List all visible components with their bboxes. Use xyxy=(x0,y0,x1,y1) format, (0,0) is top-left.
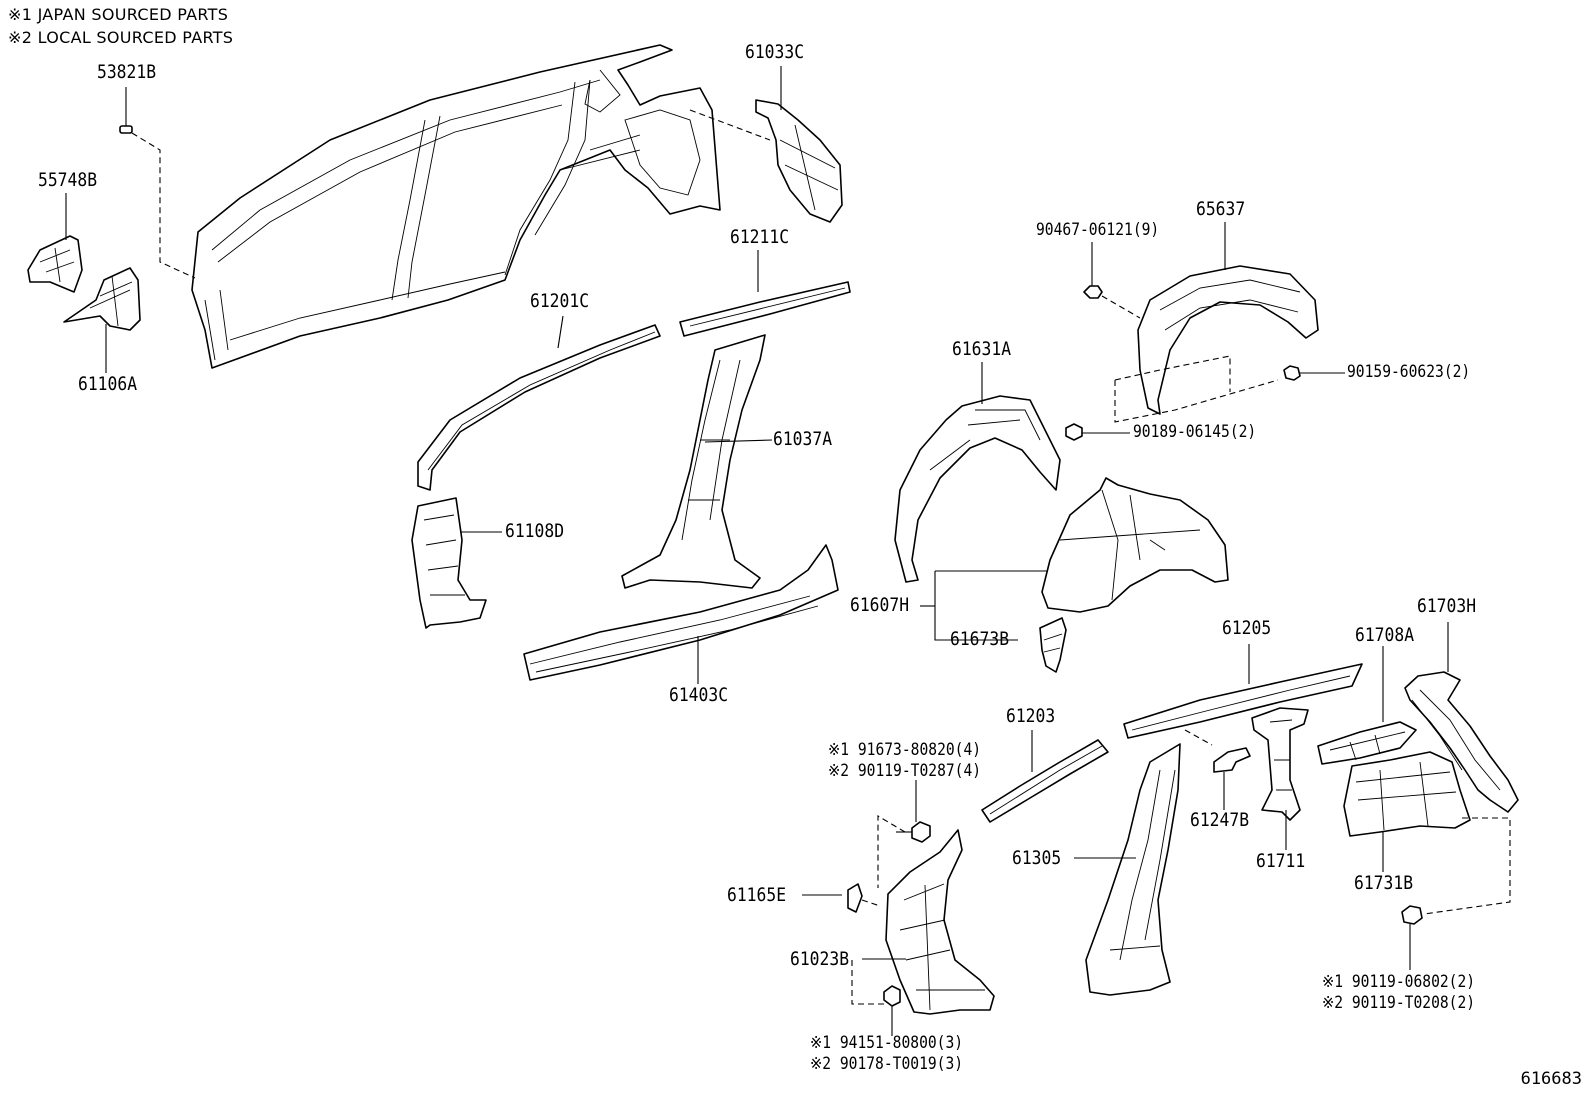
panel-61607H xyxy=(920,477,1229,641)
bolt-90189 xyxy=(1065,423,1130,441)
rocker-61403C xyxy=(523,544,839,684)
label-90159-60623: 90159-60623(2) xyxy=(1347,362,1471,382)
panel-61631A xyxy=(894,362,1061,583)
label-61165E: 61165E xyxy=(727,884,787,906)
pillar-61023B xyxy=(851,829,995,1015)
bolt-91673 xyxy=(877,780,931,888)
label-61731B: 61731B xyxy=(1354,872,1414,894)
label-61711: 61711 xyxy=(1256,850,1306,872)
clip-61165E xyxy=(802,883,881,913)
label-61033C: 61033C xyxy=(745,41,805,63)
label-61037A: 61037A xyxy=(773,428,833,450)
bracket-61247B xyxy=(1213,747,1251,810)
pillar-61305 xyxy=(1074,743,1181,996)
pillar-61711 xyxy=(1251,707,1309,850)
panel-61033C xyxy=(689,66,843,223)
label-61631A: 61631A xyxy=(952,338,1012,360)
body-side-outer-panel xyxy=(191,44,721,369)
label-61106A: 61106A xyxy=(78,373,138,395)
label-61203: 61203 xyxy=(1006,705,1056,727)
rail-61201C xyxy=(417,315,661,491)
nut-94151 xyxy=(883,985,901,1036)
nut-90467 xyxy=(1083,242,1141,319)
label-91673-80820: ※1 91673-80820(4) xyxy=(828,740,982,760)
clip-53821B xyxy=(119,87,196,279)
rail-61203 xyxy=(981,730,1109,823)
label-90119-T0208: ※2 90119-T0208(2) xyxy=(1322,993,1476,1013)
label-55748B: 55748B xyxy=(38,169,98,191)
label-61201C: 61201C xyxy=(530,290,590,312)
bracket-61708A xyxy=(1317,646,1417,765)
panel-61703H xyxy=(1404,622,1519,813)
bolt-90119-06802 xyxy=(1401,817,1511,970)
label-61305: 61305 xyxy=(1012,847,1062,869)
bracket-61106A xyxy=(63,267,141,373)
label-90178-T0019: ※2 90178-T0019(3) xyxy=(810,1054,964,1074)
label-61673B: 61673B xyxy=(950,628,1010,650)
liner-65637 xyxy=(1114,222,1319,423)
label-90467-06121: 90467-06121(9) xyxy=(1036,220,1160,240)
label-61403C: 61403C xyxy=(669,684,729,706)
note-local-sourced: ※2 LOCAL SOURCED PARTS xyxy=(8,28,234,47)
label-65637: 65637 xyxy=(1196,198,1246,220)
label-61023B: 61023B xyxy=(790,948,850,970)
pillar-61037A xyxy=(621,334,773,589)
label-61708A: 61708A xyxy=(1355,624,1415,646)
label-94151-80800: ※1 94151-80800(3) xyxy=(810,1033,964,1053)
bracket-61673B xyxy=(1039,617,1067,673)
diagram-reference-number: 616683 xyxy=(1520,1069,1582,1089)
bolt-90159 xyxy=(1283,365,1345,381)
label-61108D: 61108D xyxy=(505,520,565,542)
label-61205: 61205 xyxy=(1222,617,1272,639)
label-61607H: 61607H xyxy=(850,594,910,616)
label-61211C: 61211C xyxy=(730,226,790,248)
rail-61211C xyxy=(679,250,851,337)
label-61703H: 61703H xyxy=(1417,595,1477,617)
label-90119-06802: ※1 90119-06802(2) xyxy=(1322,972,1476,992)
label-90189-06145: 90189-06145(2) xyxy=(1133,422,1257,442)
panel-61731B xyxy=(1343,751,1471,872)
label-90119-T0287: ※2 90119-T0287(4) xyxy=(828,761,982,781)
bracket-55748B xyxy=(27,193,83,293)
label-61247B: 61247B xyxy=(1190,809,1250,831)
rail-61205 xyxy=(1123,644,1363,746)
note-japan-sourced: ※1 JAPAN SOURCED PARTS xyxy=(8,5,229,24)
label-53821B: 53821B xyxy=(97,61,157,83)
pillar-61108D xyxy=(411,497,502,629)
